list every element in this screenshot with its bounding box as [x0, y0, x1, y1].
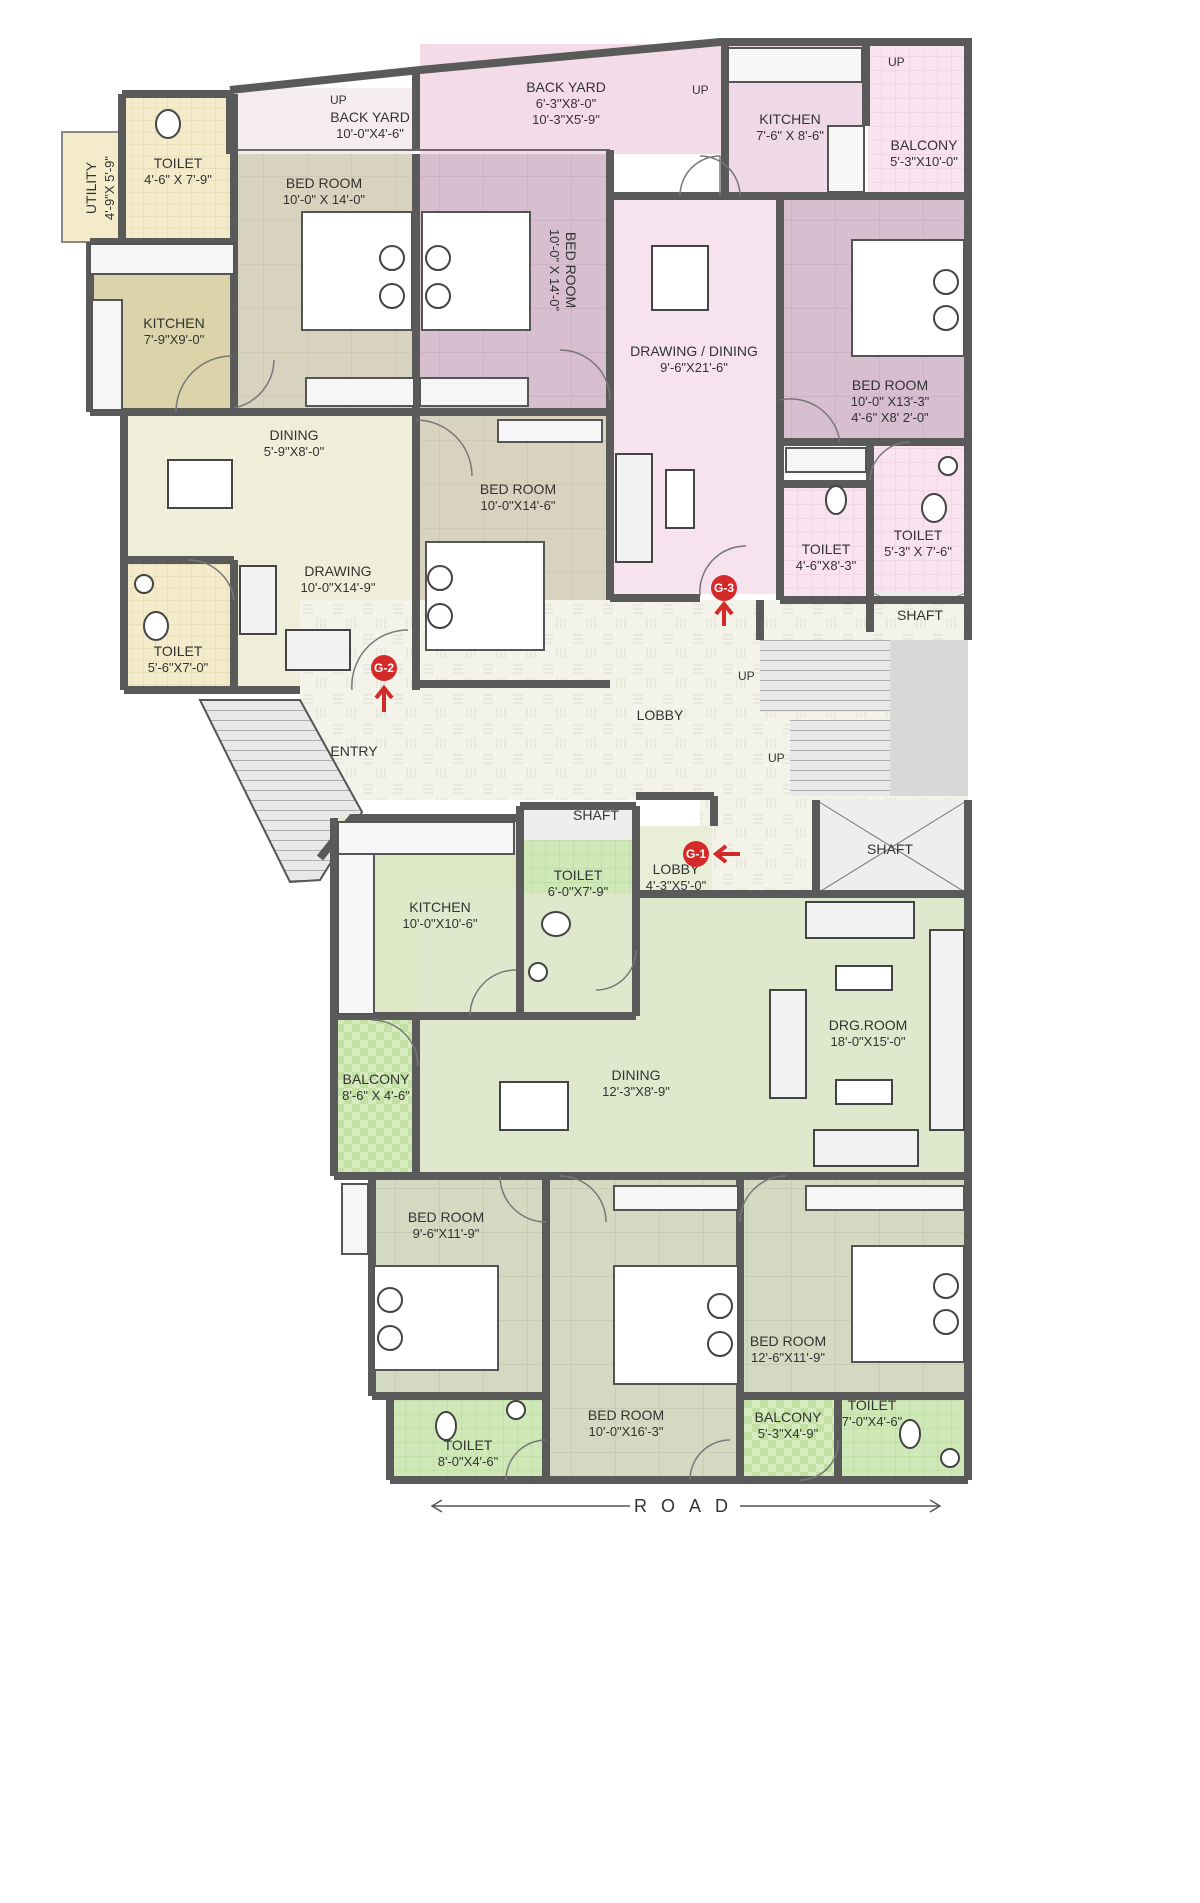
balcony-left-dim: 8'-6" X 4'-6" — [342, 1088, 410, 1103]
drawing-g2-dim: 10'-0"X14'-9" — [301, 580, 376, 595]
bedroom-bm-dim: 10'-0"X16'-3" — [589, 1424, 664, 1439]
gate-g1: G-1 — [683, 841, 740, 867]
toilet-left-name: TOILET — [154, 643, 203, 659]
toilet-left-dim: 5'-6"X7'-0" — [148, 660, 209, 675]
bedroom-tm-name: BED ROOM — [563, 232, 579, 308]
backyard-top-dim1: 6'-3"X8'-0" — [536, 96, 597, 111]
bedroom-br-dim: 12'-6"X11'-9" — [751, 1350, 825, 1365]
kitchen-top-dim: 7'-6" X 8'-6" — [756, 128, 824, 143]
lobby-lower-area — [700, 790, 820, 900]
drawing-dining-dim: 9'-6"X21'-6" — [660, 360, 728, 375]
balcony-left-area — [336, 1020, 418, 1172]
utility-name: UTILITY — [83, 161, 99, 214]
bedroom-tr-dim1: 10'-0" X13'-3" — [851, 394, 930, 409]
shaft-right-name: SHAFT — [867, 841, 913, 857]
bedroom-tr-dim2: 4'-6" X8' 2'-0" — [851, 410, 929, 425]
utility-dim: 4'-9"X 5'-9" — [102, 156, 117, 220]
kitchen-left-name: KITCHEN — [143, 315, 204, 331]
backyard-top-up: UP — [692, 83, 709, 97]
backyard-left-up: UP — [330, 93, 347, 107]
balcony-bottom-name: BALCONY — [755, 1409, 823, 1425]
toilet-right-name: TOILET — [894, 527, 943, 543]
sofas — [239, 453, 965, 1167]
gate-g1-label: G-1 — [686, 847, 706, 861]
backyard-top-name: BACK YARD — [526, 79, 606, 95]
toilet-tl-name: TOILET — [154, 155, 203, 171]
dining-g1-name: DINING — [612, 1067, 661, 1083]
lobby-g1-dim: 4'-3"X5'-0" — [646, 878, 707, 893]
shaft-mid-name: SHAFT — [573, 807, 619, 823]
balcony-bottom-dim: 5'-3"X4'-9" — [758, 1426, 819, 1441]
stair-landing — [890, 640, 968, 796]
toilet-bl-dim: 8'-0"X4'-6" — [438, 1454, 499, 1469]
kitchen-top-name: KITCHEN — [759, 111, 820, 127]
doors — [175, 155, 911, 1481]
road-label: ROAD — [634, 1496, 742, 1516]
kitchen-g1-name: KITCHEN — [409, 899, 470, 915]
drawing-dining-name: DRAWING / DINING — [630, 343, 758, 359]
gate-g2: G-2 — [371, 655, 397, 712]
toilet-tl-dim: 4'-6" X 7'-9" — [144, 172, 212, 187]
balcony-left-name: BALCONY — [343, 1071, 411, 1087]
toilet-br-name: TOILET — [848, 1397, 897, 1413]
road-marker: ROAD — [430, 1496, 942, 1516]
kitchen-g1-dim: 10'-0"X10'-6" — [403, 916, 478, 931]
balcony-top-dim: 5'-3"X10'-0" — [890, 154, 958, 169]
lobby-name: LOBBY — [637, 707, 684, 723]
dining-g2-name: DINING — [270, 427, 319, 443]
drawing-g2-name: DRAWING — [304, 563, 371, 579]
toilet-fixtures — [134, 109, 960, 1468]
lobby-g1-name: LOBBY — [653, 861, 700, 877]
balcony-top-area — [868, 44, 968, 194]
balcony-top-name: BALCONY — [891, 137, 959, 153]
shaft-top-name: SHAFT — [897, 607, 943, 623]
kitchen-counters — [89, 47, 865, 1015]
walls — [86, 38, 972, 1484]
balcony-bottom-area — [742, 1394, 836, 1478]
toilet-right-dim: 5'-3" X 7'-6" — [884, 544, 952, 559]
bedroom-tl-name: BED ROOM — [286, 175, 362, 191]
backyard-left-name: BACK YARD — [330, 109, 410, 125]
dining-g1-dim: 12'-3"X8'-9" — [602, 1084, 670, 1099]
toilet-mid-right-name: TOILET — [802, 541, 851, 557]
drg-room-dim: 18'-0"X15'-0" — [831, 1034, 906, 1049]
stair-up-2: UP — [768, 751, 785, 765]
beds — [301, 211, 965, 1385]
bedroom-tl-dim: 10'-0" X 14'-0" — [283, 192, 366, 207]
toilet-mid-right-dim: 4'-6"X8'-3" — [796, 558, 857, 573]
gate-g3-label: G-3 — [714, 581, 734, 595]
toilet-g1-name: TOILET — [554, 867, 603, 883]
toilet-bl-name: TOILET — [444, 1437, 493, 1453]
bedroom-br-name: BED ROOM — [750, 1333, 826, 1349]
bedroom-tr-name: BED ROOM — [852, 377, 928, 393]
backyard-left-area — [235, 88, 415, 154]
dining-tables — [167, 245, 709, 1131]
kitchen-left-dim: 7'-9"X9'-0" — [144, 332, 205, 347]
bedroom-g2-name: BED ROOM — [480, 481, 556, 497]
wardrobes — [305, 377, 965, 1255]
toilet-br-dim: 7'-0"X4'-6" — [842, 1414, 903, 1429]
drg-room-name: DRG.ROOM — [829, 1017, 908, 1033]
backyard-top-dim2: 10'-3"X5'-9" — [532, 112, 600, 127]
toilet-g1-dim: 6'-0"X7'-9" — [548, 884, 609, 899]
backyard-left-dim: 10'-0"X4'-6" — [336, 126, 404, 141]
bedroom-bl-dim: 9'-6"X11'-9" — [413, 1226, 480, 1241]
entry-name: ENTRY — [330, 743, 378, 759]
balcony-top-up: UP — [888, 55, 905, 69]
room-labels: BACK YARD 10'-0"X4'-6" UP BACK YARD 6'-3… — [83, 55, 958, 1469]
dining-g2-dim: 5'-9"X8'-0" — [264, 444, 325, 459]
bedroom-bl-name: BED ROOM — [408, 1209, 484, 1225]
bedroom-g2-dim: 10'-0"X14'-6" — [481, 498, 556, 513]
shaft-mid-area — [522, 806, 634, 840]
gate-g3: G-3 — [711, 575, 737, 626]
toilet-mid-right-area — [780, 484, 870, 596]
gate-g2-label: G-2 — [374, 661, 394, 675]
stair-up-1: UP — [738, 669, 755, 683]
bedroom-bm-name: BED ROOM — [588, 1407, 664, 1423]
bedroom-tm-dim: 10'-0" X 14'-0" — [547, 229, 562, 312]
